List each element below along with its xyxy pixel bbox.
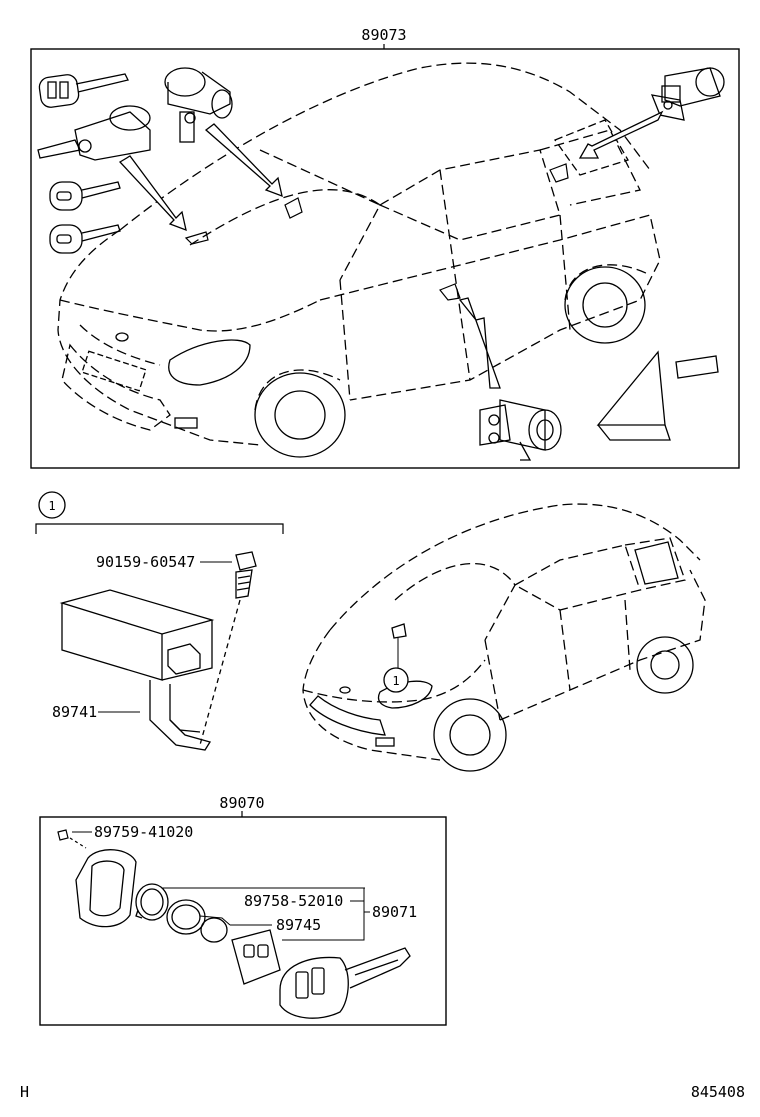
transmitter-panel: 89070 89759-41020 89758-52010 89745 <box>39 794 447 1026</box>
car-callout-circle <box>383 667 409 693</box>
key-set-top-left <box>37 73 151 254</box>
car-mount-marks <box>184 163 569 301</box>
top-panel: 89073 <box>30 26 740 469</box>
middle-car-drawing <box>302 503 706 772</box>
callout-circle <box>38 491 66 519</box>
label-89745: 89745 <box>276 916 321 934</box>
packing-battery <box>135 883 228 943</box>
housing-shell <box>75 849 137 928</box>
lock-cylinder-top <box>164 67 233 143</box>
label-90159-60547: 90159-60547 <box>96 553 195 571</box>
computer-section: 1 90159-60547 89741 <box>35 491 706 772</box>
label-89070: 89070 <box>219 794 264 812</box>
screw-drawing <box>57 829 87 849</box>
section-bracket <box>35 523 284 534</box>
callout-number: 1 <box>48 499 55 513</box>
button-pad <box>231 929 281 985</box>
label-89758-52010: 89758-52010 <box>244 892 343 910</box>
transmitter-panel-frame <box>39 816 447 1026</box>
label-89759-41020: 89759-41020 <box>94 823 193 841</box>
bolt-drawing <box>199 551 257 746</box>
lock-cylinder-bottom <box>479 399 562 461</box>
label-89073: 89073 <box>361 26 406 44</box>
computer-unit <box>59 589 215 751</box>
label-89741: 89741 <box>52 703 97 721</box>
lock-cylinder-right <box>650 67 725 121</box>
top-panel-frame <box>30 48 740 469</box>
diagram-number: 845408 <box>691 1083 745 1101</box>
label-89071: 89071 <box>372 903 417 921</box>
car-callout-number: 1 <box>392 674 399 688</box>
footer-left-code: H <box>20 1083 29 1101</box>
top-car-drawing <box>57 62 661 458</box>
transmitter-key <box>279 947 411 1019</box>
callout-arrows <box>118 110 664 389</box>
trim-cover-pieces <box>596 350 719 441</box>
